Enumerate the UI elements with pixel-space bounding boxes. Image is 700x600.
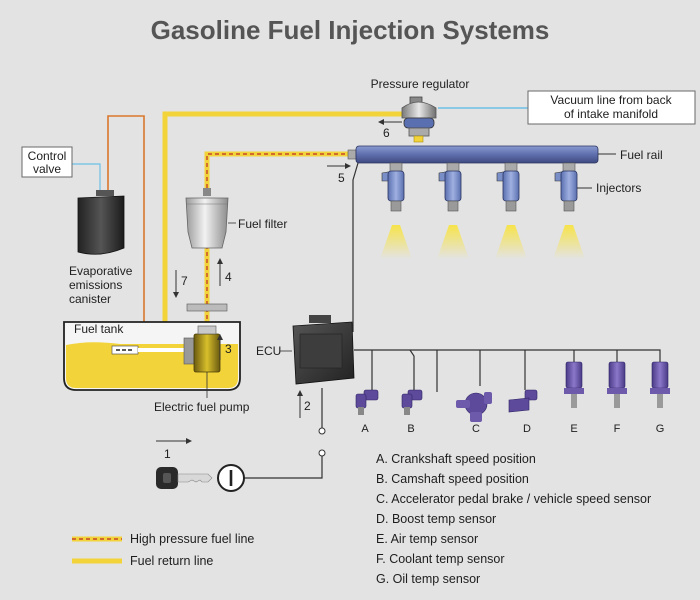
pressure-regulator-label: Pressure regulator <box>371 77 470 91</box>
control-valve-label-1: Control <box>28 149 67 163</box>
flow-arrow-7 <box>173 270 179 298</box>
vacuum-line-label-2: of intake manifold <box>564 107 658 121</box>
flow-number-7: 7 <box>181 274 188 288</box>
flow-arrow-6 <box>378 119 402 125</box>
sensor-letter-a: A <box>361 423 369 435</box>
sensor-key-c: C. Accelerator pedal brake / vehicle spe… <box>376 492 651 506</box>
flow-number-3: 3 <box>225 342 232 356</box>
fuel-return-line <box>162 111 412 322</box>
sensor-b <box>401 389 423 415</box>
pressure-regulator <box>401 96 437 143</box>
injector-2 <box>437 162 469 259</box>
sensor-c <box>456 392 492 422</box>
flow-arrow-1 <box>156 438 192 444</box>
evap-line <box>107 115 145 322</box>
fuel-rail-label: Fuel rail <box>620 148 663 162</box>
injector-1 <box>380 162 412 259</box>
sensor-letter-b: B <box>407 423 414 435</box>
sensor-letter-d: D <box>523 423 531 435</box>
sensor-bus-wires <box>354 349 661 392</box>
sensor-key-e: E. Air temp sensor <box>376 532 478 546</box>
sensor-g <box>650 361 670 408</box>
injectors-label: Injectors <box>596 181 641 195</box>
sensor-d <box>508 389 538 413</box>
canister-label-2: emissions <box>69 278 122 292</box>
ecu <box>292 315 355 385</box>
flow-arrow-5 <box>327 163 351 169</box>
sensor-a <box>355 389 379 415</box>
flow-arrow-2 <box>297 390 303 418</box>
control-valve-line <box>68 163 101 192</box>
ignition-wire <box>244 388 323 479</box>
flow-arrow-3 <box>217 334 223 360</box>
evaporative-canister <box>77 190 125 255</box>
diagram-title: Gasoline Fuel Injection Systems <box>151 15 550 45</box>
legend-return-line-label: Fuel return line <box>130 554 213 568</box>
fuel-tank-label: Fuel tank <box>74 322 124 336</box>
fuel-filter-label: Fuel filter <box>238 217 287 231</box>
canister-label-1: Evaporative <box>69 264 133 278</box>
vacuum-line-label-box: Vacuum line from back of intake manifold <box>527 90 696 125</box>
fuel-rail <box>347 145 616 164</box>
flow-arrow-4 <box>217 258 223 286</box>
ignition-switch-icon <box>217 464 245 492</box>
control-valve-label-box: Control valve <box>21 146 73 178</box>
ignition-key-icon <box>156 467 213 489</box>
ecu-rail-wire <box>352 162 359 332</box>
high-pressure-line <box>204 151 352 326</box>
sensor-letter-g: G <box>656 423 665 435</box>
sensor-letter-e: E <box>570 423 577 435</box>
flow-number-4: 4 <box>225 270 232 284</box>
flow-number-2: 2 <box>304 399 311 413</box>
sensor-key-g: G. Oil temp sensor <box>376 572 480 586</box>
legend-high-pressure-label: High pressure fuel line <box>130 532 254 546</box>
sensor-letter-f: F <box>614 423 621 435</box>
canister-label-3: canister <box>69 292 111 306</box>
sensor-f <box>607 361 627 408</box>
flow-number-5: 5 <box>338 171 345 185</box>
vacuum-line-label-1: Vacuum line from back <box>550 93 672 107</box>
flow-number-1: 1 <box>164 447 171 461</box>
sensor-key-a: A. Crankshaft speed position <box>376 452 536 466</box>
control-valve-label-2: valve <box>33 162 61 176</box>
sensor-letter-c: C <box>472 423 480 435</box>
legend: High pressure fuel line Fuel return line <box>72 532 254 568</box>
ignition-terminal-top <box>318 427 326 435</box>
injectors-group <box>380 162 585 259</box>
injector-4 <box>553 162 585 259</box>
electric-fuel-pump <box>183 325 221 373</box>
sensor-e <box>564 361 584 408</box>
sensor-key-b: B. Camshaft speed position <box>376 472 529 486</box>
ignition-terminal-bottom <box>318 449 326 457</box>
injector-3 <box>495 162 527 259</box>
flow-number-6: 6 <box>383 126 390 140</box>
ecu-label: ECU <box>256 344 281 358</box>
electric-fuel-pump-label: Electric fuel pump <box>154 400 250 414</box>
fuel-filter <box>185 188 229 249</box>
sensor-key-f: F. Coolant temp sensor <box>376 552 505 566</box>
sensor-key-d: D. Boost temp sensor <box>376 512 496 526</box>
sensor-key-list: A. Crankshaft speed position B. Camshaft… <box>376 452 651 586</box>
